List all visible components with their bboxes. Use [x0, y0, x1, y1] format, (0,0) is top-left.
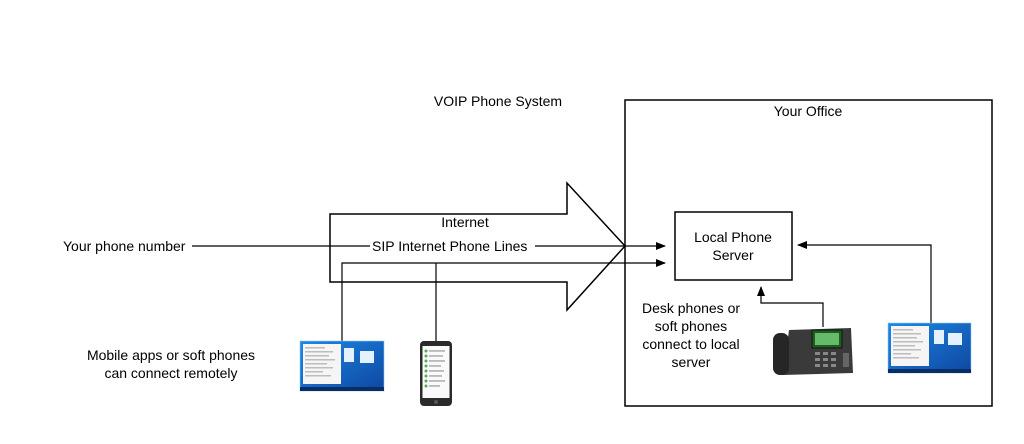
desktop-screen-icon [887, 322, 972, 374]
diagram-title: VOIP Phone System [434, 93, 562, 109]
server-label-line2: Server [712, 247, 754, 263]
remote-note-line1: Mobile apps or soft phones [87, 347, 255, 363]
local-note-line2: soft phones [655, 318, 727, 334]
internet-label: Internet [441, 214, 489, 230]
office-softphone-connection-line [797, 241, 932, 323]
remote-note-line2: can connect remotely [104, 365, 237, 381]
office-boundary [624, 99, 993, 407]
sip-lines-label: SIP Internet Phone Lines [372, 238, 527, 254]
desktop-screen-icon [299, 340, 385, 392]
desk-phone-icon [773, 328, 853, 375]
local-note-line4: server [672, 354, 711, 370]
smartphone-icon [420, 341, 452, 406]
server-label-line1: Local Phone [694, 229, 772, 245]
local-note-line3: connect to local [642, 336, 739, 352]
phone-number-label: Your phone number [63, 238, 186, 254]
internet-arrow [329, 181, 627, 312]
local-note-line1: Desk phones or [642, 300, 740, 316]
remote-connection-line [341, 259, 666, 341]
desk-phone-connection-line [757, 286, 824, 327]
local-phone-server [674, 211, 793, 281]
office-label: Your Office [774, 103, 843, 119]
